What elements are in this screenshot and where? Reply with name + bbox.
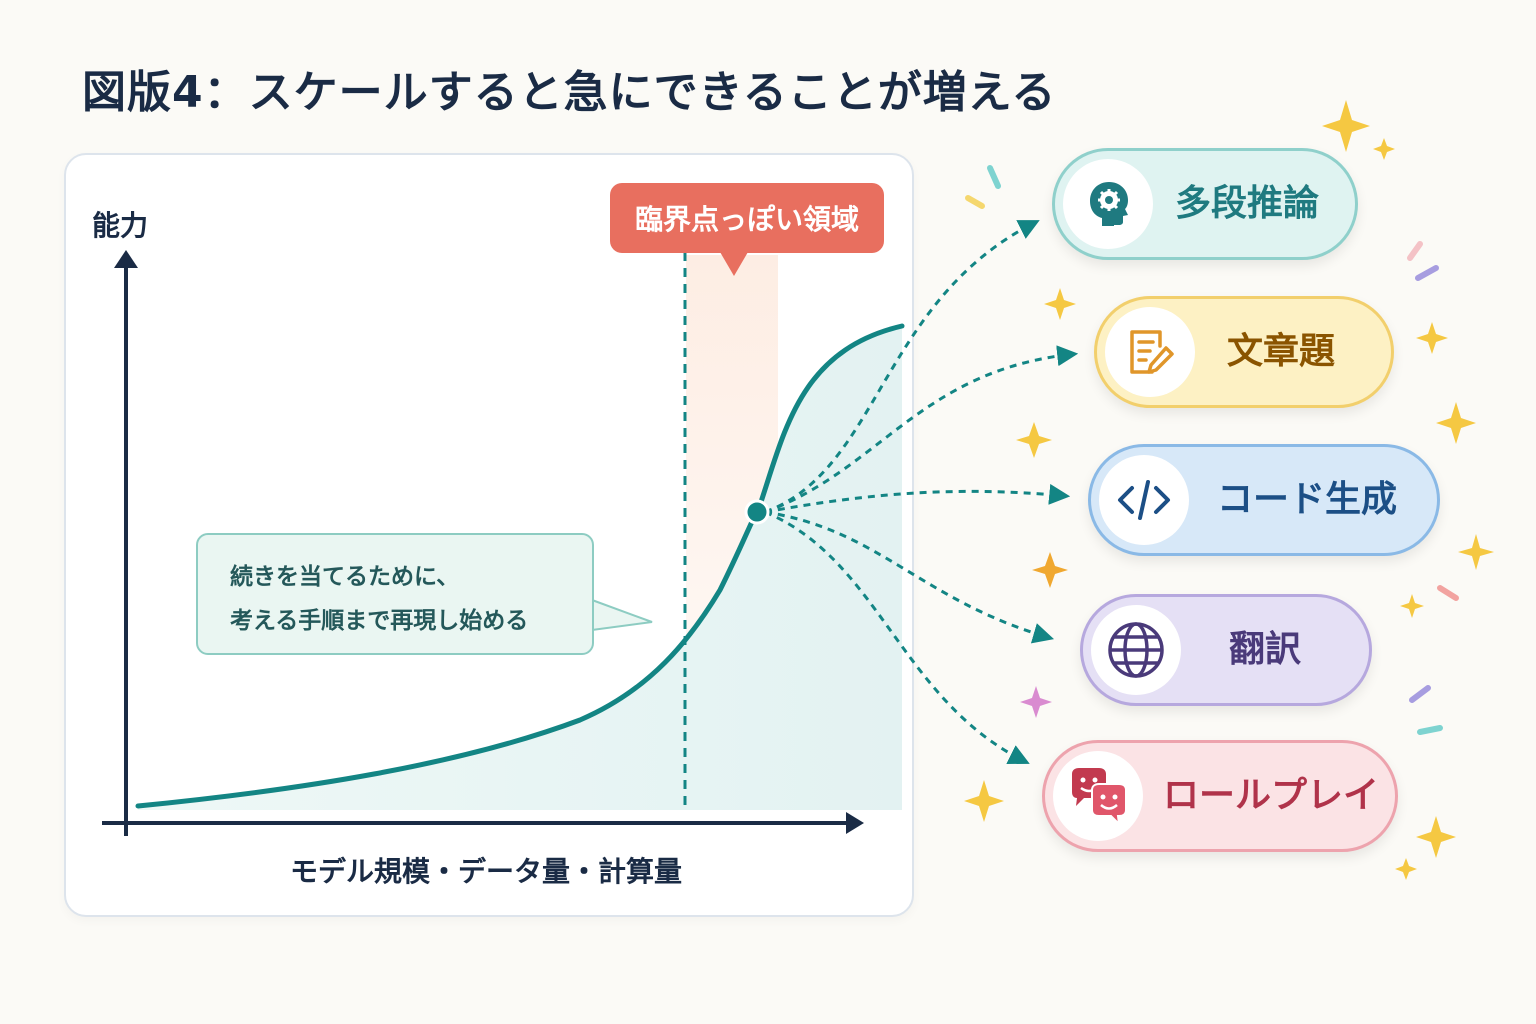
ability-translation: 翻訳 [1080, 594, 1372, 706]
sparkle-icon [1395, 858, 1417, 880]
capability-curve [135, 323, 905, 809]
sparkle-icon [1436, 402, 1476, 444]
sparkle-icon [1416, 816, 1456, 858]
ability-label: ロールプレイ [1163, 775, 1380, 816]
sparkle-icon [1416, 322, 1448, 354]
ability-multistep-reasoning: 多段推論 [1052, 148, 1358, 260]
sparkle-icon [1032, 552, 1068, 588]
sparkle-icon [1322, 100, 1370, 152]
page-title: 図版4：スケールすると急にできることが増える [82, 67, 1057, 118]
sparkles [964, 100, 1494, 880]
sparkle-icon [1400, 594, 1424, 618]
curve-area [138, 326, 902, 810]
threshold-label: 臨界点っぽい領域 [610, 183, 884, 253]
ability-label: 翻訳 [1229, 629, 1302, 670]
code-icon [1099, 455, 1189, 545]
callout-line-1: 続きを当てるために、 [230, 564, 460, 590]
sparkle-icon [1373, 138, 1395, 160]
x-axis-label: モデル規模・データ量・計算量 [290, 855, 683, 888]
ability-label: 文章題 [1227, 331, 1336, 372]
ability-code-generation: コード生成 [1088, 444, 1440, 556]
chat-faces-icon [1053, 751, 1143, 841]
sparkle-icon [964, 780, 1004, 822]
sparkle-icon [1044, 288, 1076, 320]
confetti [965, 165, 1459, 735]
callout-box: 続きを当てるために、 考える手順まで再現し始める [196, 533, 594, 655]
x-axis-arrow [846, 812, 864, 834]
branch-point [744, 499, 770, 525]
branch-arrow-translation [764, 510, 1055, 644]
sparkle-icon [1016, 422, 1052, 458]
sparkle-icon [1458, 534, 1494, 570]
branch-arrow-multistep [764, 220, 1040, 514]
callout-pointer [591, 598, 653, 632]
y-axis-label: 能力 [92, 209, 149, 242]
y-axis-arrow [114, 250, 138, 268]
ability-roleplay: ロールプレイ [1042, 740, 1398, 852]
threshold-pointer [720, 252, 748, 276]
branch-arrow-code [764, 483, 1071, 514]
sparkle-icon [1020, 686, 1052, 718]
callout-line-2: 考える手順まで再現し始める [230, 608, 529, 634]
ability-word-problems: 文章題 [1094, 296, 1394, 408]
ability-label: 多段推論 [1175, 183, 1320, 224]
globe-icon [1091, 605, 1181, 695]
brain-head-icon [1063, 159, 1153, 249]
ability-label: コード生成 [1217, 479, 1398, 520]
document-pencil-icon [1105, 307, 1195, 397]
branch-arrows [764, 220, 1079, 764]
